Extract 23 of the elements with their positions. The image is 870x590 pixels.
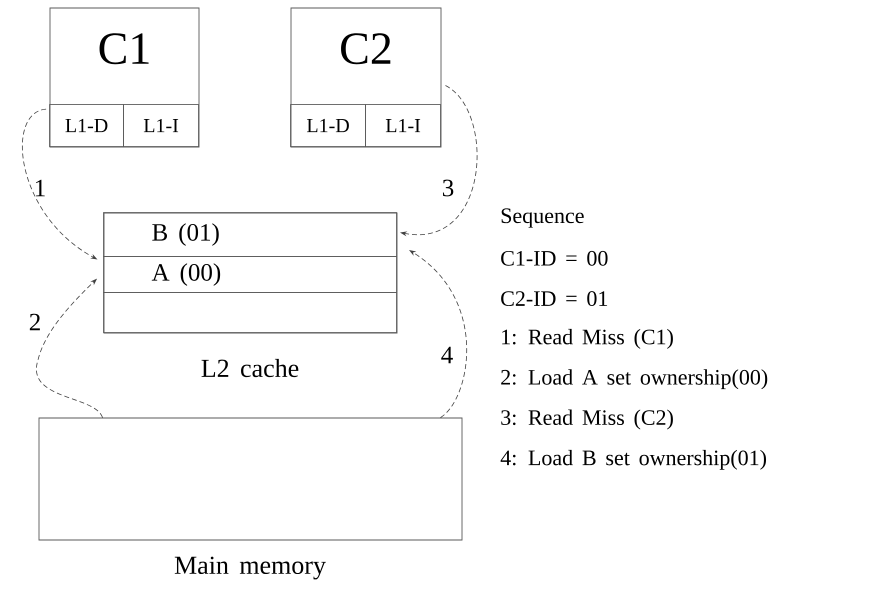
node-label: Main memory <box>174 556 326 580</box>
cache-row <box>103 292 397 333</box>
cache-cell: L1-D <box>49 104 124 147</box>
note-text: C2-ID = 01 <box>501 291 608 306</box>
edge-label: 2 <box>30 314 40 330</box>
node-label: L2 cache <box>202 358 298 378</box>
cache-row: A (00) <box>103 256 397 293</box>
arrow <box>36 278 103 418</box>
note-text: 1: Read Miss (C1) <box>502 328 673 349</box>
note-text: 2: Load A set ownership(00) <box>501 369 768 390</box>
cache-cell: L1-D <box>290 104 366 147</box>
note-text: 3: Read Miss (C2) <box>501 410 673 430</box>
cache-box <box>104 212 398 378</box>
note-text: C1-ID = 00 <box>501 250 608 266</box>
cache-row: B (01) <box>103 212 397 257</box>
edge-label: 1 <box>36 180 45 196</box>
memory-box <box>38 418 462 580</box>
note-text: 4: Load B set ownership(01) <box>500 450 766 470</box>
edge-label: 3 <box>442 180 454 196</box>
cache-cell: L1-I <box>123 104 199 147</box>
cache-cell: L1-I <box>365 104 441 147</box>
edge-label: 4 <box>441 346 453 364</box>
note-text: Sequence <box>502 208 584 228</box>
